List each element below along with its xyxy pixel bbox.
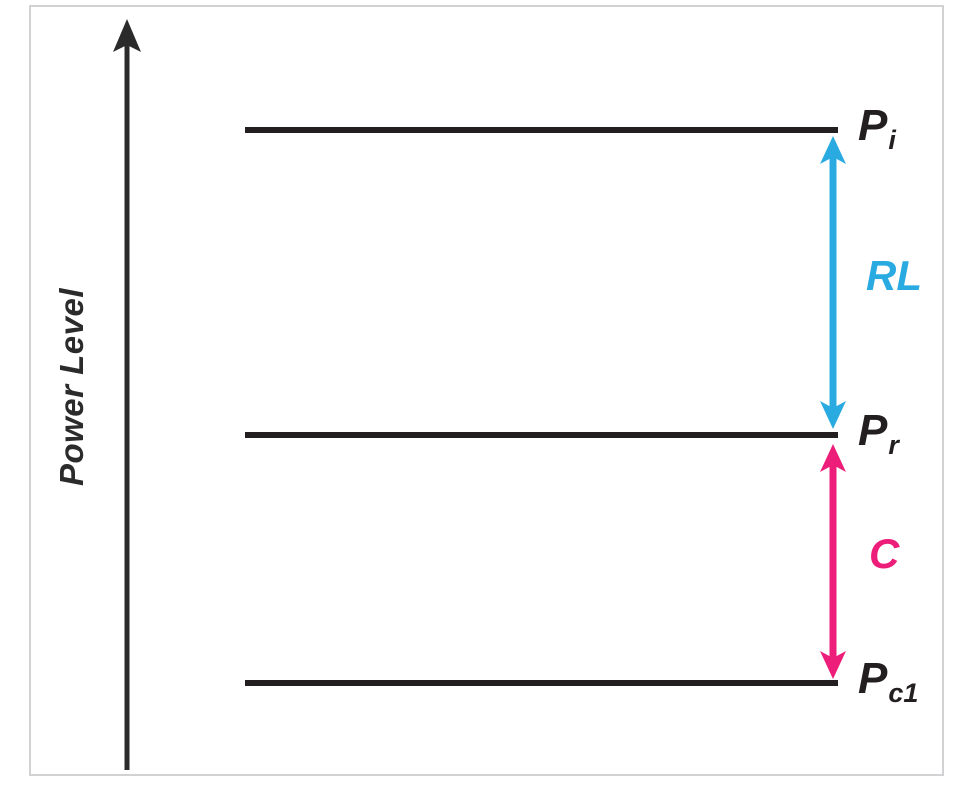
level-label-pi: Pi (858, 101, 896, 154)
axis-label-power-level: Power Level (53, 287, 90, 487)
figure-border (29, 5, 944, 776)
c-arrowhead-up-icon (820, 444, 846, 472)
coupling-arrow (820, 444, 846, 679)
level-label-pr-subscript: r (888, 430, 899, 460)
level-label-pr-base: P (858, 406, 888, 455)
measure-label-return-loss: RL (866, 252, 922, 299)
c-arrowhead-down-icon (820, 651, 846, 679)
power-level-axis (113, 19, 141, 770)
level-label-pc1-base: P (858, 654, 888, 703)
level-label-pi-subscript: i (888, 125, 896, 155)
level-label-pr: Pr (858, 406, 899, 459)
level-label-pc1: Pc1 (858, 654, 918, 707)
power-level-lines (245, 127, 838, 686)
rl-arrowhead-down-icon (820, 401, 846, 429)
return-loss-arrow (820, 136, 846, 429)
measure-label-coupling: C (869, 530, 900, 577)
axis-arrowhead-icon (113, 19, 141, 52)
rl-arrowhead-up-icon (820, 136, 846, 164)
level-label-pi-base: P (858, 101, 888, 150)
level-label-pc1-subscript: c1 (888, 678, 919, 708)
